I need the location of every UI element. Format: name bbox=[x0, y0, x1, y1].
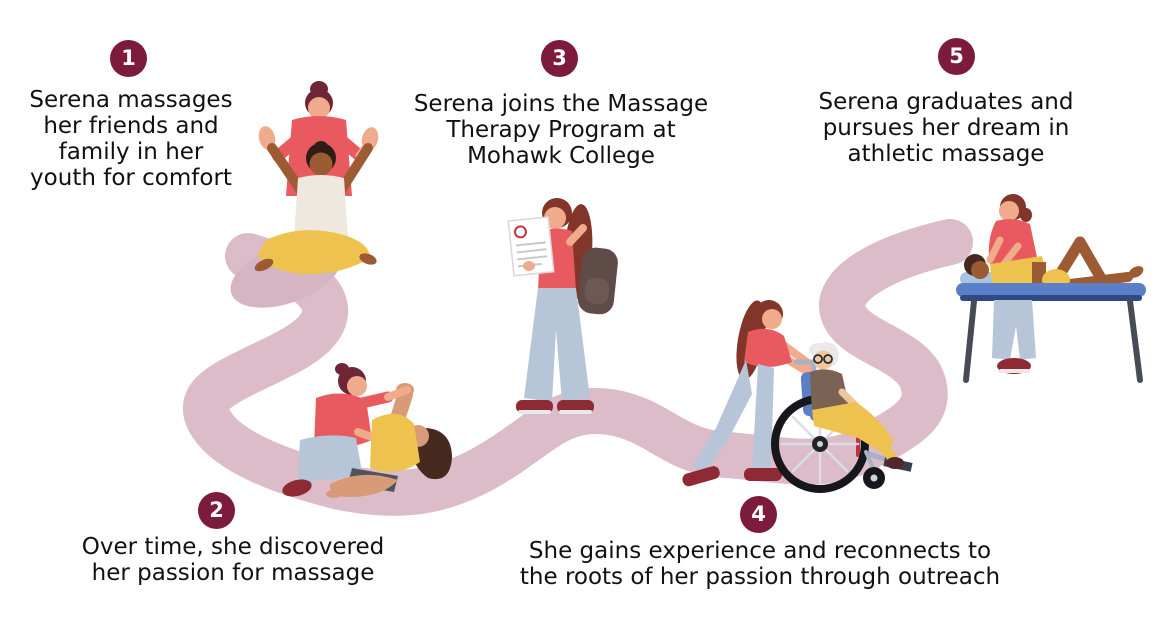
illustration-step-1 bbox=[230, 81, 379, 308]
certificate bbox=[507, 216, 555, 277]
journey-path bbox=[183, 219, 973, 516]
illustration-step-4 bbox=[682, 300, 913, 493]
illustration-step-2 bbox=[282, 363, 452, 498]
massage-table bbox=[956, 283, 1146, 383]
step-2-badge: 2 bbox=[198, 492, 235, 529]
illustration-step-3 bbox=[507, 198, 618, 414]
step-1-caption: Serena massages her friends and family i… bbox=[29, 87, 233, 191]
step-4-badge: 4 bbox=[740, 496, 777, 533]
step-2-caption: Over time, she discovered her passion fo… bbox=[81, 534, 385, 586]
step-5-caption: Serena graduates and pursues her dream i… bbox=[818, 89, 1074, 167]
step-5-badge: 5 bbox=[938, 38, 975, 75]
step-1-badge: 1 bbox=[110, 40, 147, 77]
step-4-caption: She gains experience and reconnects to t… bbox=[519, 538, 1001, 590]
backpack bbox=[577, 247, 618, 315]
step-3-badge: 3 bbox=[541, 40, 578, 77]
illustration-step-5 bbox=[956, 194, 1146, 383]
step-3-caption: Serena joins the Massage Therapy Program… bbox=[413, 91, 709, 169]
